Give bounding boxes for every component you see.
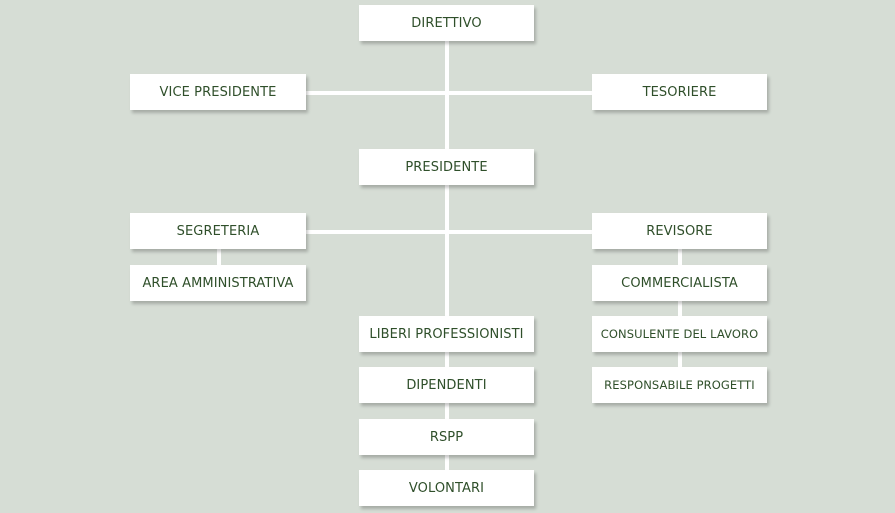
- node-direttivo: DIRETTIVO: [359, 5, 534, 41]
- node-consulente-del-lavoro: CONSULENTE DEL LAVORO: [592, 316, 767, 352]
- node-revisore: REVISORE: [592, 213, 767, 249]
- node-segreteria: SEGRETERIA: [130, 213, 306, 249]
- node-tesoriere: TESORIERE: [592, 74, 767, 110]
- node-presidente: PRESIDENTE: [359, 149, 534, 185]
- node-vice-presidente: VICE PRESIDENTE: [130, 74, 306, 110]
- connector-row-vice-tesoriere: [305, 91, 594, 95]
- connector-row-segreteria-revisore: [305, 230, 594, 234]
- node-dipendenti: DIPENDENTI: [359, 367, 534, 403]
- node-commercialista: COMMERCIALISTA: [592, 265, 767, 301]
- connector-revisore-chain: [678, 248, 682, 378]
- node-volontari: VOLONTARI: [359, 470, 534, 506]
- connector-segreteria-area: [217, 248, 221, 268]
- node-area-amministrativa: AREA AMMINISTRATIVA: [130, 265, 306, 301]
- node-responsabile-progetti: RESPONSABILE PROGETTI: [592, 367, 767, 403]
- connector-main-vertical: [445, 40, 449, 490]
- node-liberi-professionisti: LIBERI PROFESSIONISTI: [359, 316, 534, 352]
- node-rspp: RSPP: [359, 419, 534, 455]
